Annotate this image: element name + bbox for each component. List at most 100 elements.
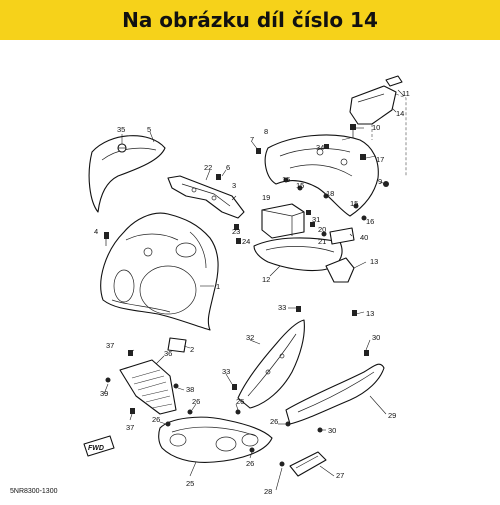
part-26-screw-b [165,421,171,427]
part-29-side-rail [285,363,385,425]
callout-24: 24 [242,237,250,246]
callout-26c: 26 [152,415,160,424]
part-27-piece [289,451,327,477]
callout-8: 8 [264,127,268,136]
part-25-lower-panel [158,416,273,463]
callout-9: 9 [378,177,382,186]
callout-12: 12 [262,275,270,284]
part-8-inner-panel [264,134,379,217]
callout-16: 16 [282,175,290,184]
part-30-screw-a [364,350,369,356]
part-28-screw [279,461,285,467]
part-26-screw-a [187,409,193,415]
part-13-side-piece [325,257,355,283]
part-11-clip [385,75,403,87]
part-14-bracket [349,85,397,125]
part-18-screw [323,193,329,199]
callout-25: 25 [186,479,194,488]
callout-29: 29 [388,411,396,420]
part-16b-screw [361,215,367,221]
callout-10: 10 [372,123,380,132]
part-37-screw [128,350,133,356]
callout-22: 22 [204,163,212,172]
title-banner: Na obrázku díl číslo 14 [0,0,500,40]
callout-38: 38 [186,385,194,394]
part-7-screw [256,148,261,154]
part-26-screw-c [235,409,241,415]
callout-20: 20 [318,225,326,234]
callout-2: 2 [190,345,194,354]
callout-23: 23 [232,227,240,236]
callout-15: 15 [296,181,304,190]
callout-5: 5 [147,125,151,134]
fwd-label: FWD [88,445,104,452]
callout-37b: 37 [126,423,134,432]
part-32-leg-shield [237,319,305,409]
part-13-screw [352,310,357,316]
part-33b-screw [232,384,237,390]
callout-30b: 30 [328,426,336,435]
callout-4: 4 [94,227,98,236]
callout-17: 17 [376,155,384,164]
callout-33b: 33 [222,367,230,376]
part-15b-screw [353,203,359,209]
callout-18: 18 [326,189,334,198]
callout-15b: 15 [350,199,358,208]
banner-title: Na obrázku díl číslo 14 [122,8,378,32]
part-37b-screw [130,408,135,414]
callout-6: 6 [226,163,230,172]
part-33-screw [296,306,301,312]
part-31-screw [306,210,311,215]
callout-30a: 30 [372,333,380,342]
callout-11: 11 [402,89,410,98]
callout-40: 40 [360,233,368,242]
callout-14: 14 [396,109,404,118]
part-39-screw [105,377,111,383]
callout-26b: 26 [236,397,244,406]
callout-33: 33 [278,303,286,312]
part-20-screw [310,222,315,227]
part-26-screw-e [249,447,255,453]
callout-16b: 16 [366,217,374,226]
callout-27: 27 [336,471,344,480]
callout-34: 34 [316,143,324,152]
callout-7: 7 [250,135,254,144]
part-40-label [329,227,355,245]
part-10-bolt [350,124,356,138]
part-17-fastener [360,154,366,160]
part-23-screw [234,224,239,230]
callout-labels: 35 5 22 6 3 1 2 4 23 24 7 8 34 15 16 18 … [94,89,410,496]
fwd-direction-marker: FWD [83,435,115,457]
callout-35: 35 [117,125,125,134]
callout-19: 19 [262,193,270,202]
callout-37: 37 [106,341,114,350]
part-12-inner-panel [253,237,343,272]
part-15-screw [297,185,303,191]
callout-36: 36 [164,349,172,358]
callout-39: 39 [100,389,108,398]
part-34-screw [324,144,329,149]
part-21-screw [321,231,327,237]
leader-lines [103,89,405,491]
catalog-code: 5NR8300-1300 [10,488,58,495]
part-2-plate [167,337,187,353]
part-16-screw [283,177,289,183]
part-4-screw [104,232,109,246]
part-38-screw [173,383,179,389]
callout-32: 32 [246,333,254,342]
part-19-box [261,203,305,239]
callout-1: 1 [216,282,220,291]
callout-28: 28 [264,487,272,496]
part-22-bracket [167,175,245,219]
part-24-screw [236,238,241,244]
callout-13b: 13 [366,309,374,318]
callout-31: 31 [312,215,320,224]
callout-26e: 26 [246,459,254,468]
callout-21: 21 [318,237,326,246]
part-6-screw [216,174,221,180]
exploded-parts-diagram: FWD [0,40,500,500]
part-1-front-cowling [100,212,219,331]
callout-3: 3 [232,181,236,190]
callout-13: 13 [370,257,378,266]
part-5-front-fender [88,135,166,213]
